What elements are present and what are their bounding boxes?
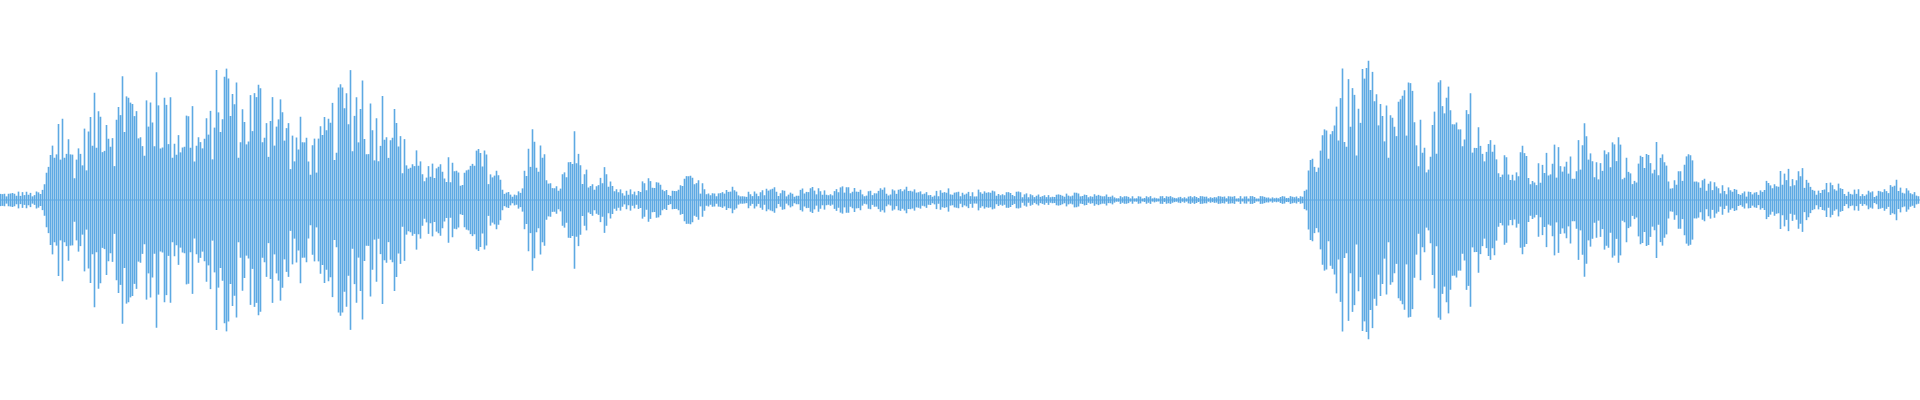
waveform-bars [0, 60, 1920, 340]
